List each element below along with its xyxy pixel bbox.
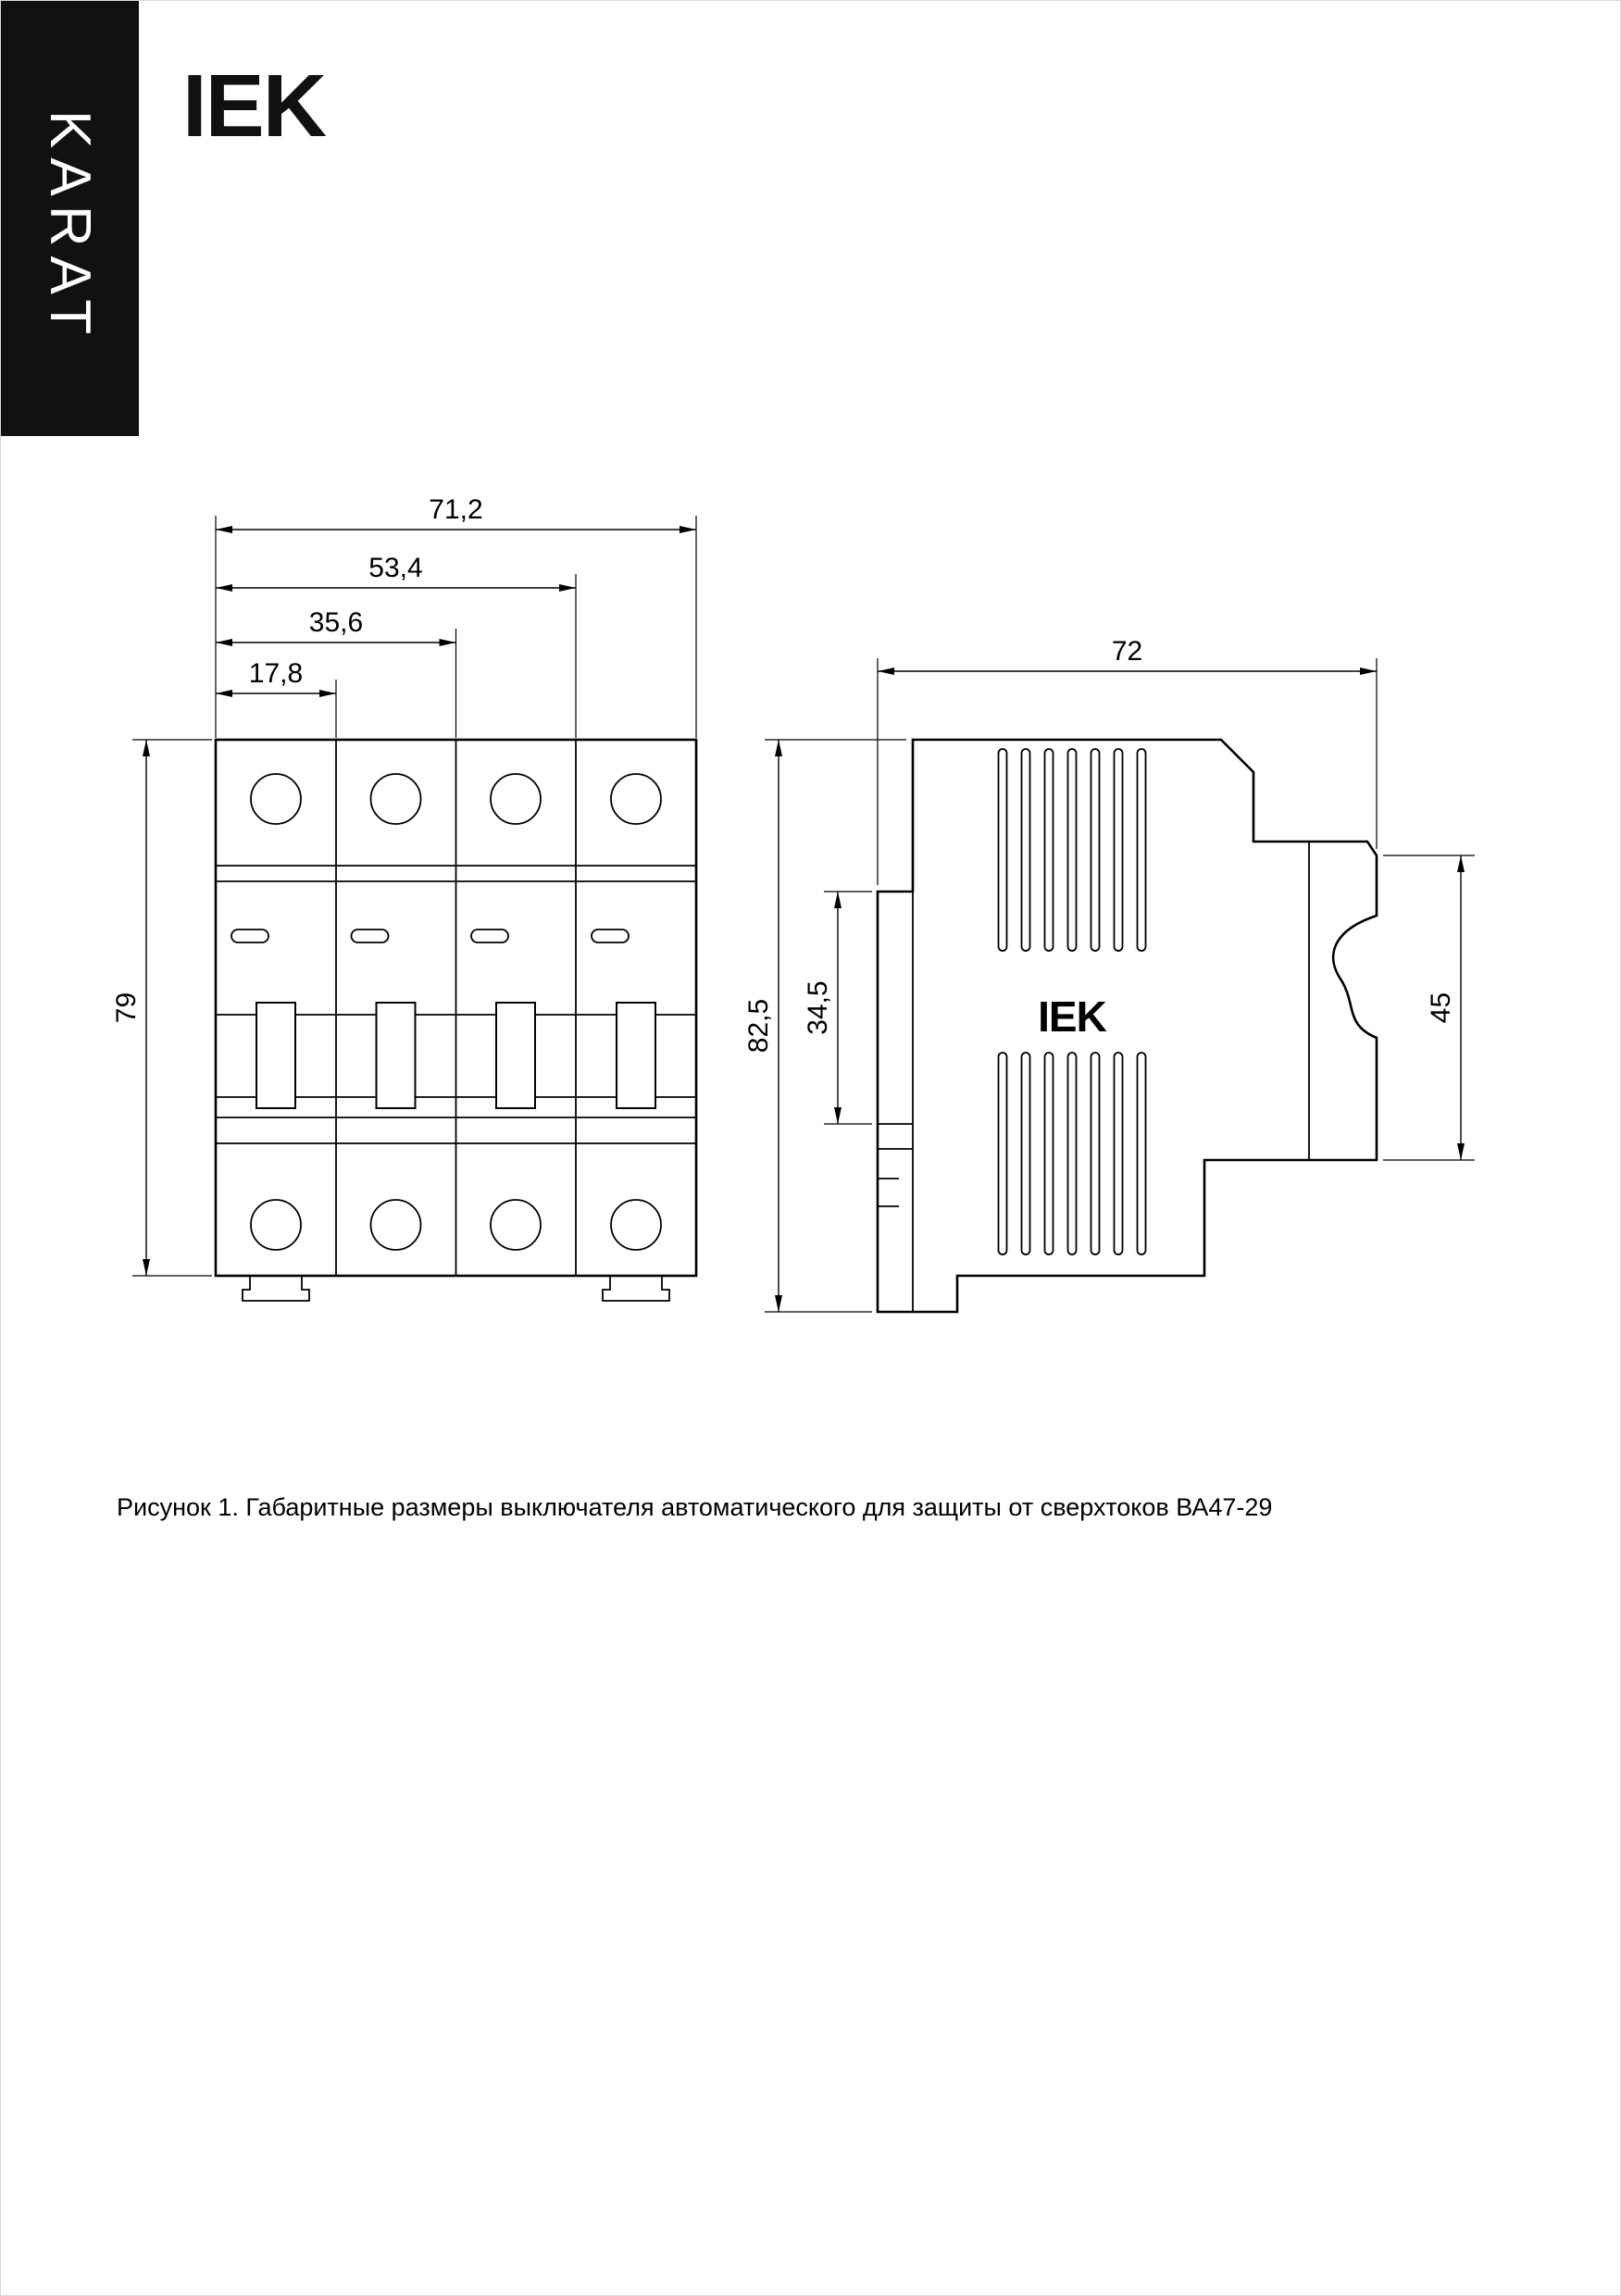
side-device-logo: IEK	[1038, 992, 1106, 1041]
side-view: IEK	[876, 738, 1378, 1314]
front-toggle-levers	[256, 1002, 656, 1109]
figure-caption: Рисунок 1. Габаритные размеры выключател…	[117, 1493, 1273, 1521]
side-terminal-height-label: 45	[1426, 992, 1456, 1023]
front-total-width-label: 71,2	[429, 494, 482, 525]
karat-banner: KARAT	[1, 1, 139, 436]
front-din-clips	[242, 1276, 670, 1302]
side-body-outline	[876, 738, 1378, 1314]
side-depth-label: 72	[1112, 636, 1142, 667]
front-height-label: 79	[111, 992, 142, 1023]
side-total-height-label: 82,5	[743, 999, 774, 1053]
front-width1-label: 17,8	[249, 658, 303, 689]
front-width3-label: 53,4	[368, 553, 422, 583]
banner-label: KARAT	[38, 109, 102, 344]
front-top-terminal-screws	[250, 773, 662, 825]
side-vent-slots-upper	[997, 748, 1147, 952]
front-width2-label: 35,6	[309, 607, 363, 638]
side-din-height-label: 34,5	[803, 980, 833, 1034]
front-view-dimensions: 71,2 53,4 35,6 17,8 79	[111, 494, 697, 1277]
front-label-windows	[231, 929, 630, 943]
front-bottom-terminal-screws	[250, 1199, 662, 1251]
side-vent-slots-lower	[997, 1052, 1147, 1255]
side-view-dimensions: 72 82,5 34,5 45	[743, 636, 1475, 1313]
technical-drawing: 71,2 53,4 35,6 17,8 79	[111, 494, 1475, 1314]
front-view	[214, 738, 698, 1302]
iek-logo: IEK	[182, 56, 327, 156]
